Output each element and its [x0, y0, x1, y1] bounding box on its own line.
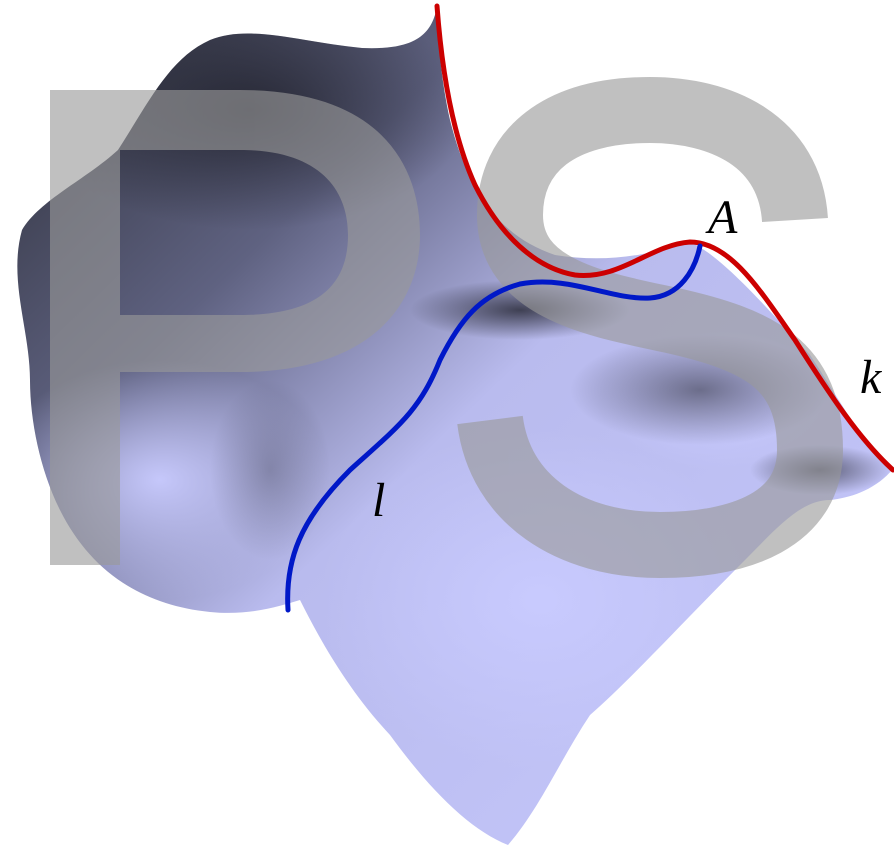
- label-curve-l: l: [372, 474, 385, 527]
- label-point-a: A: [705, 191, 738, 244]
- watermark-letter-p: [50, 90, 420, 565]
- watermark-letter-s: [457, 76, 844, 579]
- label-curve-k: k: [860, 351, 883, 404]
- watermark-logo: [50, 76, 844, 579]
- curve-l: [285, 243, 703, 613]
- curve-k: [434, 3, 894, 473]
